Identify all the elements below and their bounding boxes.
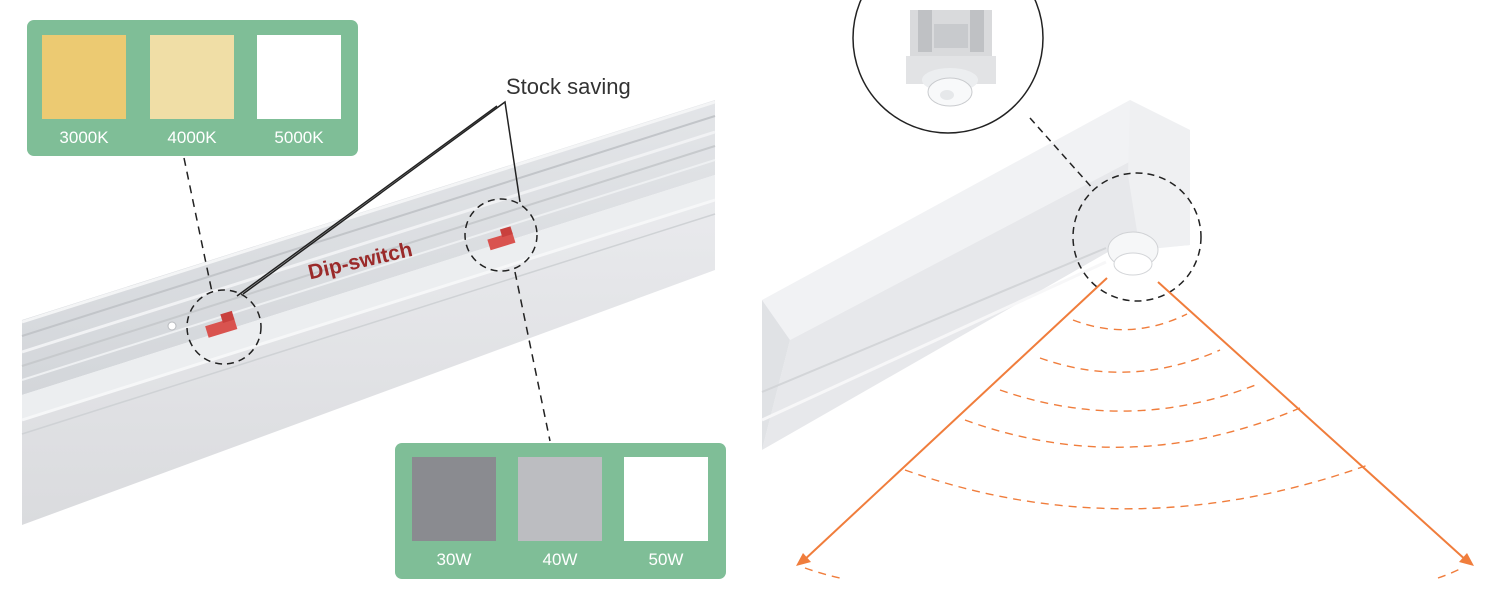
- label-5000k: 5000K: [274, 128, 324, 147]
- dip-switch-right-highlight: [464, 198, 538, 272]
- led-rail: [21, 100, 716, 525]
- swatch-40w[interactable]: [518, 457, 602, 541]
- callout-line-2: [236, 105, 498, 297]
- swatch-50w[interactable]: [624, 457, 708, 541]
- dip-switch-left-highlight: [186, 289, 262, 365]
- swatch-4000k[interactable]: [150, 35, 234, 119]
- swatch-5000k[interactable]: [257, 35, 341, 119]
- sensor-highlight: [1072, 172, 1202, 302]
- color-temperature-panel: 3000K 4000K 5000K: [27, 20, 358, 156]
- label-40w: 40W: [542, 550, 578, 569]
- label-50w: 50W: [648, 550, 684, 569]
- label-30w: 30W: [436, 550, 472, 569]
- sensor-fixture: [761, 100, 1190, 450]
- leader-line-temperature: [183, 157, 213, 293]
- leader-line-sensor: [1029, 117, 1095, 191]
- wattage-panel: 30W 40W 50W: [395, 443, 726, 579]
- swatch-30w[interactable]: [412, 457, 496, 541]
- stock-saving-label: Stock saving: [506, 74, 631, 99]
- sensor-detail: [852, 0, 1044, 134]
- swatch-3000k[interactable]: [42, 35, 126, 119]
- arrow-head-left: [796, 553, 811, 566]
- label-3000k: 3000K: [59, 128, 109, 147]
- callout-line: [242, 100, 521, 295]
- label-4000k: 4000K: [167, 128, 217, 147]
- leader-line-wattage: [514, 271, 551, 442]
- dip-switch-right[interactable]: [486, 226, 516, 251]
- detection-cone: [801, 277, 1469, 579]
- dip-switch-left[interactable]: [203, 310, 238, 338]
- arrow-head-right: [1459, 553, 1474, 566]
